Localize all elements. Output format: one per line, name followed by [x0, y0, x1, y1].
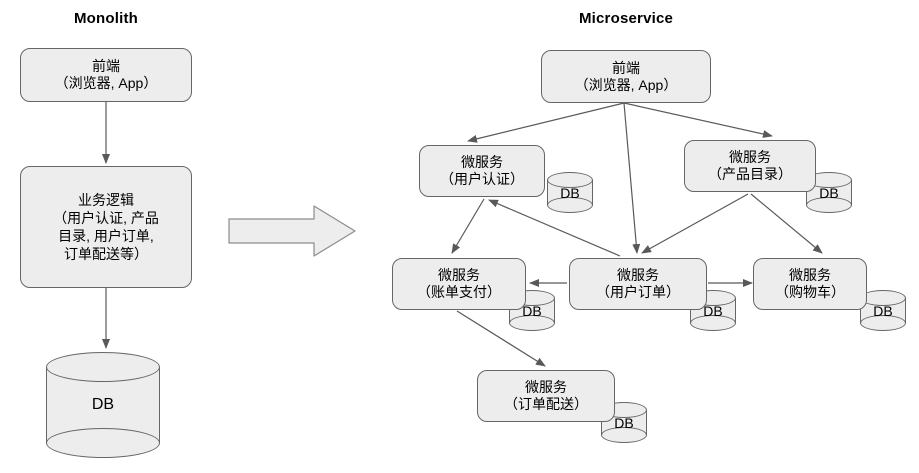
business-logic-line4: 订单配送等） [64, 246, 148, 263]
business-logic-line3: 目录, 用户订单, [58, 228, 154, 244]
monolith-title: Monolith [73, 10, 139, 27]
service-catalog-line2: （产品目录） [708, 166, 792, 182]
cylinder-top [547, 172, 593, 188]
service-cart-database-cylinder[interactable]: DB [860, 290, 906, 331]
service-catalog-line1: 微服务 [729, 149, 771, 166]
service-auth-database-cylinder[interactable]: DB [547, 172, 593, 213]
service-auth-database-label: DB [560, 184, 580, 201]
monolith-frontend-line2: （浏览器, App） [54, 75, 158, 91]
monolith-to-microservice-arrow [228, 205, 356, 257]
cylinder-top [46, 352, 160, 382]
monolith-business-logic-node[interactable]: 业务逻辑 （用户认证, 产品 目录, 用户订单, 订单配送等） [20, 166, 192, 288]
service-billing-line1: 微服务 [438, 267, 480, 284]
service-user-auth-node[interactable]: 微服务 （用户认证） [419, 145, 545, 197]
service-cart-database-label: DB [873, 302, 893, 319]
cylinder-bottom [601, 427, 647, 443]
edge-frontend-to-auth [467, 102, 625, 143]
service-delivery-line2: （订单配送） [504, 396, 588, 412]
service-order-line2: （用户订单） [596, 284, 680, 300]
service-cart-line2: （购物车） [775, 284, 845, 300]
ms-frontend-line1: 前端 [612, 59, 640, 76]
monolith-database-cylinder[interactable]: DB [46, 352, 160, 458]
cylinder-bottom [860, 315, 906, 331]
service-product-catalog-node[interactable]: 微服务 （产品目录） [684, 140, 816, 192]
service-billing-line2: （账单支付） [417, 284, 501, 300]
edge-frontend-to-catalog [623, 102, 773, 138]
edge-frontend-to-order [623, 102, 641, 254]
service-user-order-node[interactable]: 微服务 （用户订单） [569, 258, 707, 310]
business-logic-line2: （用户认证, 产品 [53, 209, 159, 226]
microservice-title: Microservice [578, 10, 674, 27]
service-delivery-line1: 微服务 [525, 379, 567, 396]
service-auth-line2: （用户认证） [440, 171, 524, 187]
service-order-line1: 微服务 [617, 267, 659, 284]
cylinder-bottom [46, 428, 160, 458]
monolith-frontend-line1: 前端 [92, 58, 120, 75]
service-catalog-database-label: DB [819, 184, 839, 201]
monolith-database-label: DB [91, 396, 115, 413]
monolith-frontend-node[interactable]: 前端 （浏览器, App） [20, 48, 192, 102]
service-order-delivery-node[interactable]: 微服务 （订单配送） [477, 370, 615, 422]
edge-auth-to-billing [451, 198, 485, 254]
service-shopping-cart-node[interactable]: 微服务 （购物车） [753, 258, 867, 310]
service-auth-line1: 微服务 [461, 154, 503, 171]
ms-frontend-line2: （浏览器, App） [574, 76, 678, 93]
business-logic-line1: 业务逻辑 [78, 191, 134, 208]
cylinder-bottom [690, 315, 736, 331]
service-cart-line1: 微服务 [789, 267, 831, 284]
service-order-database-label: DB [703, 302, 723, 319]
service-billing-payment-node[interactable]: 微服务 （账单支付） [392, 258, 526, 310]
microservice-frontend-node[interactable]: 前端 （浏览器, App） [541, 50, 711, 103]
service-delivery-database-label: DB [614, 414, 634, 431]
edge-catalog-to-order [641, 193, 749, 254]
